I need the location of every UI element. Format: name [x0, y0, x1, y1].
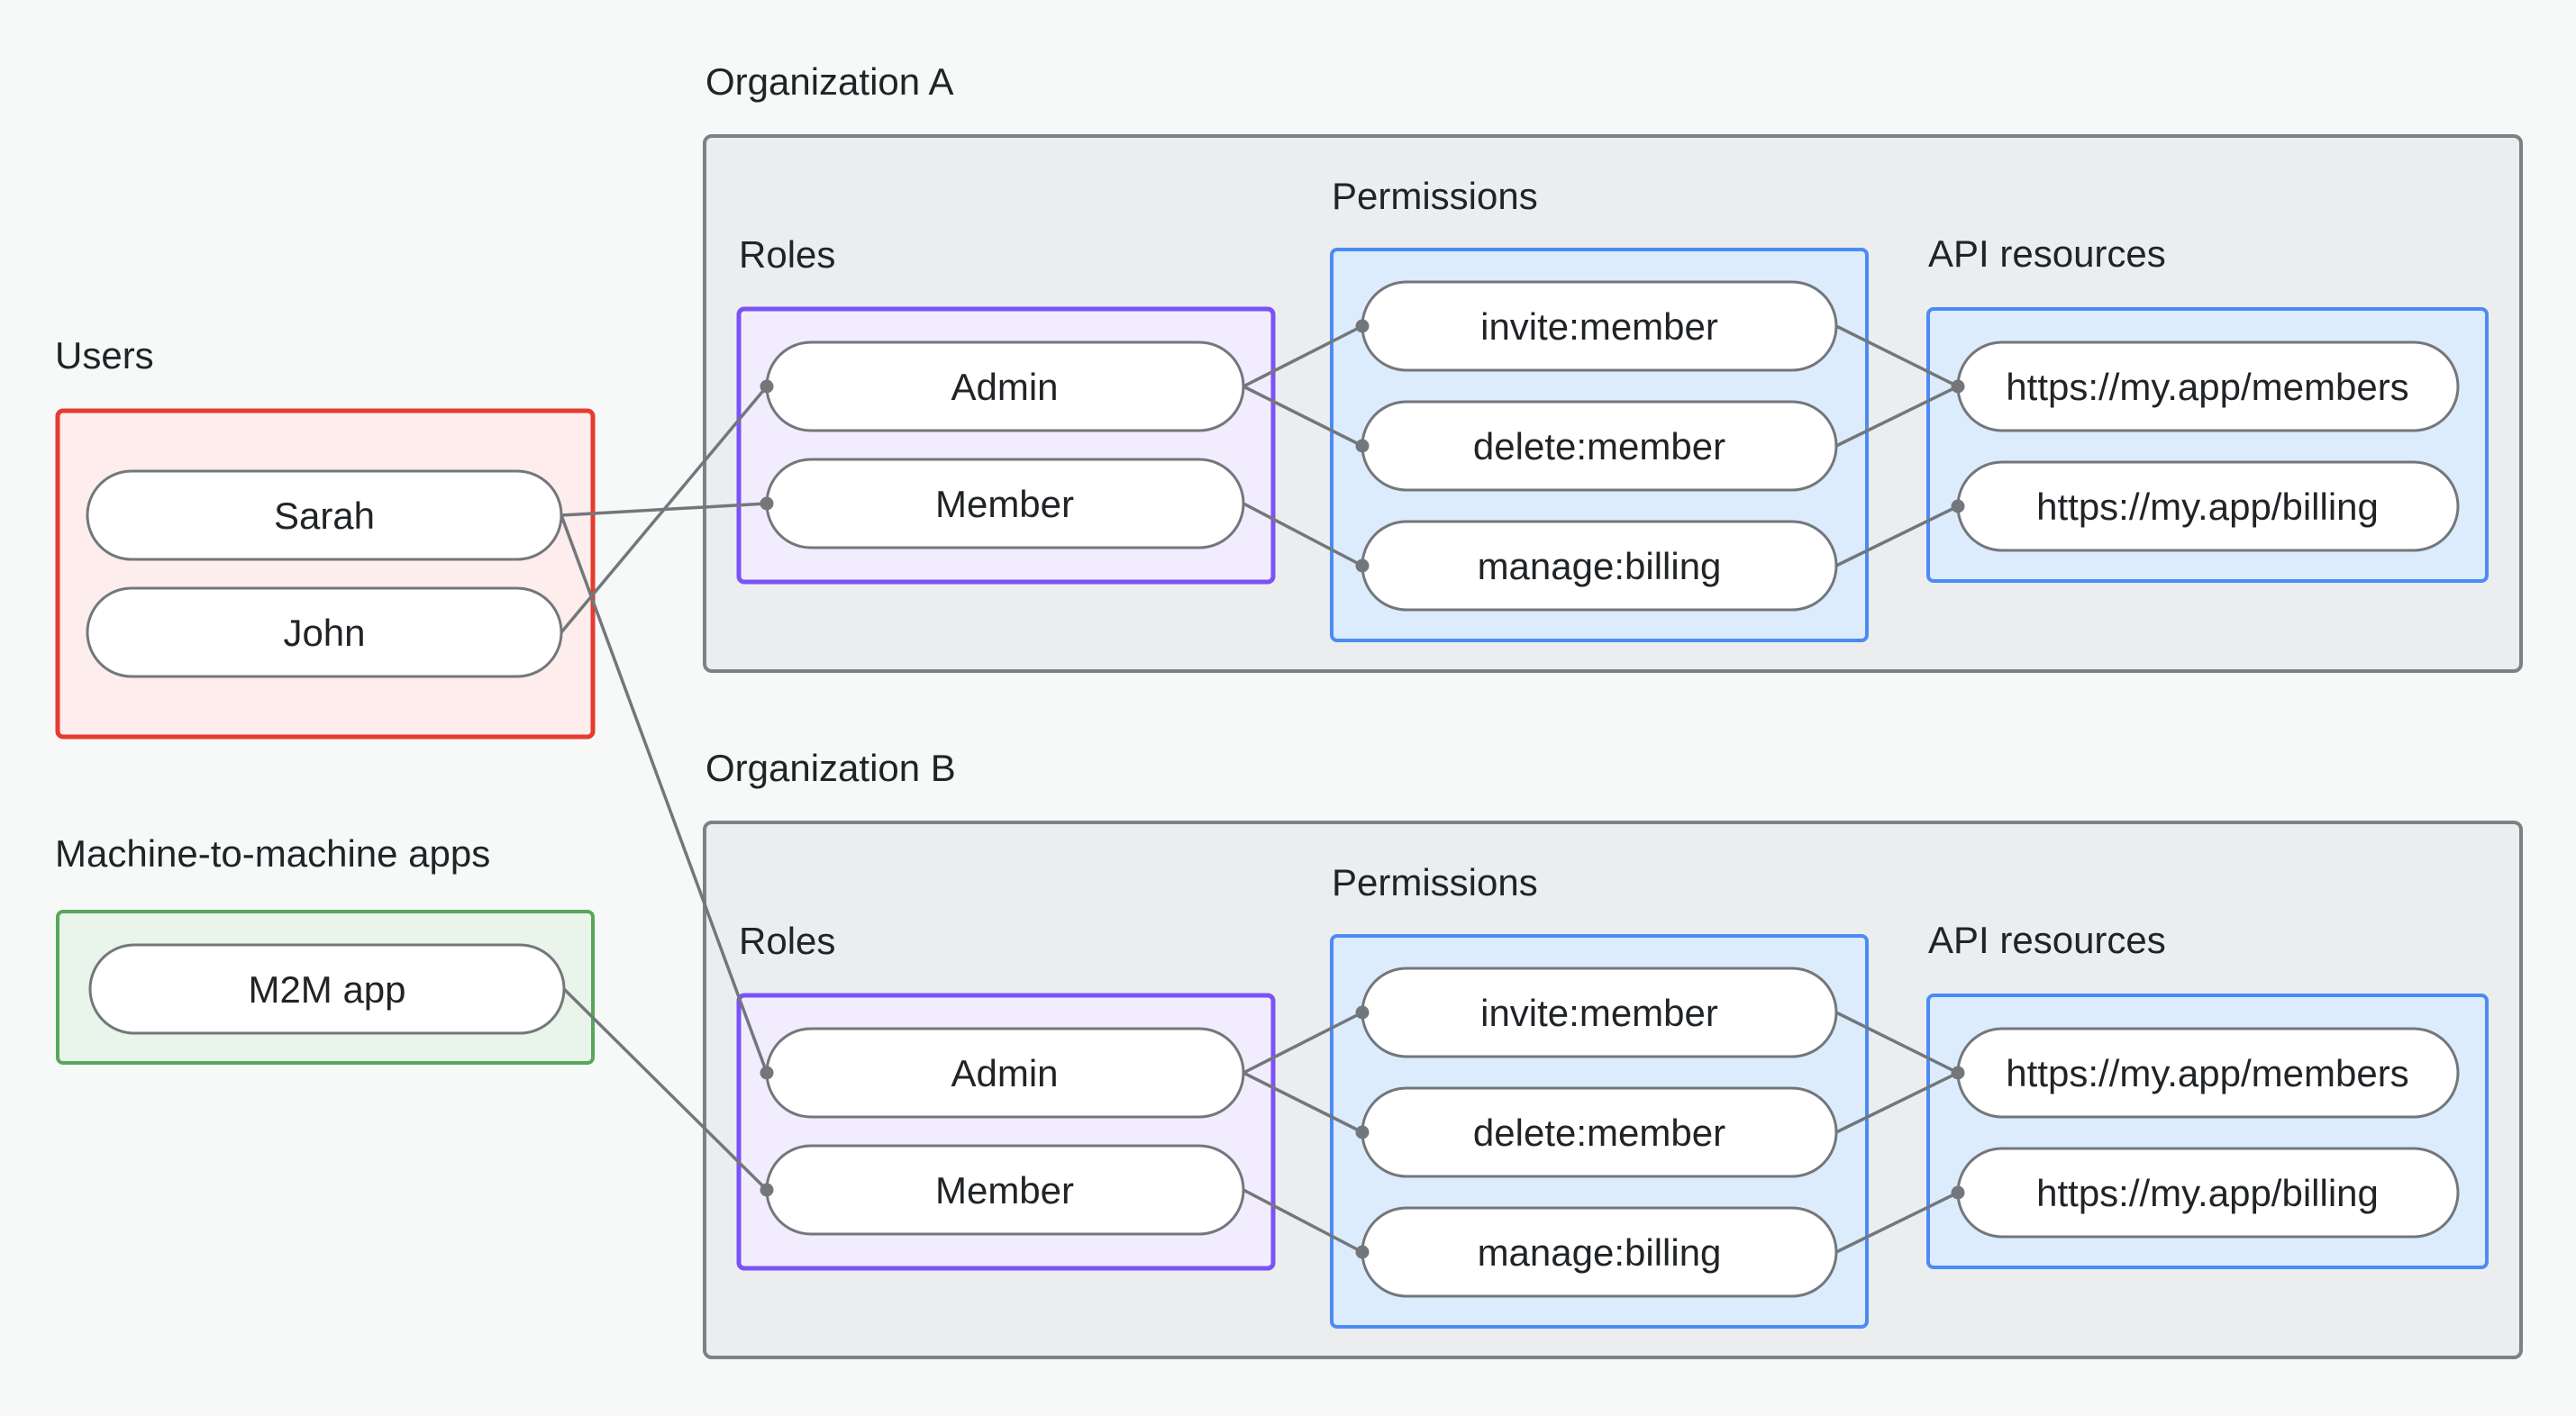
connector-dot — [1951, 1066, 1965, 1080]
user-john-label: John — [283, 612, 365, 654]
org-b-roles-label: Roles — [739, 920, 835, 962]
org-a-invite-member-label: invite:member — [1480, 305, 1718, 348]
connector-dot — [760, 1066, 774, 1080]
org-a-permissions-label: Permissions — [1332, 175, 1538, 217]
org-b-billing-api-node: https://my.app/billing — [1956, 1147, 2460, 1239]
org-b-admin-label: Admin — [951, 1052, 1058, 1094]
org-b-member-node: Member — [765, 1144, 1245, 1236]
org-b-billing-api-label: https://my.app/billing — [2036, 1172, 2379, 1214]
connector-dot — [1355, 439, 1370, 453]
org-a-api-label: API resources — [1928, 232, 2166, 275]
edge-org-a-admin-to-invite — [1242, 324, 1363, 388]
connector-dot — [1355, 319, 1370, 333]
org-b-permissions-label: Permissions — [1332, 861, 1538, 903]
connector-dot — [1355, 1005, 1370, 1020]
org-a-manage-billing-label: manage:billing — [1478, 545, 1722, 587]
edge-org-a-delete-to-members-api — [1835, 385, 1959, 448]
edge-sarah-to-org-b-admin — [560, 514, 769, 1074]
org-b-members-api-node: https://my.app/members — [1956, 1027, 2460, 1119]
edge-org-b-member-to-manage — [1242, 1188, 1363, 1254]
org-b-manage-billing-node: manage:billing — [1361, 1206, 1838, 1298]
edge-org-b-manage-to-billing-api — [1835, 1191, 1959, 1254]
edge-org-b-delete-to-members-api — [1835, 1071, 1959, 1134]
connector-dot — [1951, 499, 1965, 513]
org-a-admin-label: Admin — [951, 366, 1058, 408]
m2m-label: Machine-to-machine apps — [55, 832, 490, 875]
edges-layer — [560, 324, 1959, 1254]
connector-dot — [760, 496, 774, 511]
org-a-invite-member-node: invite:member — [1361, 280, 1838, 372]
edge-org-a-member-to-manage — [1242, 502, 1363, 567]
user-sarah-label: Sarah — [274, 495, 375, 537]
user-sarah-node: Sarah — [86, 469, 563, 561]
m2m-app-label: M2M app — [248, 968, 405, 1011]
users-label: Users — [55, 334, 154, 377]
m2m-app-node: M2M app — [88, 943, 566, 1035]
user-john-pill — [86, 586, 563, 678]
org-a-manage-billing-node: manage:billing — [1361, 520, 1838, 612]
connector-dot — [1951, 379, 1965, 394]
org-b-member-label: Member — [935, 1169, 1074, 1212]
users-box — [55, 408, 596, 740]
edge-org-b-admin-to-invite — [1242, 1011, 1363, 1075]
edge-org-b-admin-to-delete — [1242, 1071, 1363, 1134]
org-a-billing-api-node: https://my.app/billing — [1956, 460, 2460, 552]
edge-john-to-org-a-admin — [560, 385, 769, 634]
edge-org-a-manage-to-billing-api — [1835, 504, 1959, 567]
connector-dot — [760, 1183, 774, 1197]
connector-dot — [1355, 558, 1370, 573]
org-a-roles-label: Roles — [739, 233, 835, 276]
org-b-admin-node: Admin — [765, 1027, 1245, 1119]
org-a-delete-member-label: delete:member — [1473, 425, 1725, 467]
connector-dot — [760, 379, 774, 394]
org-a-members-api-node: https://my.app/members — [1956, 340, 2460, 432]
connector-dot — [1355, 1125, 1370, 1139]
connector-dot — [1355, 1245, 1370, 1259]
org-b-invite-member-label: invite:member — [1480, 992, 1718, 1034]
m2m-app-pill — [88, 943, 566, 1035]
org-b-label: Organization B — [705, 747, 956, 789]
org-a-member-node: Member — [765, 458, 1245, 549]
org-a-delete-member-node: delete:member — [1361, 400, 1838, 492]
org-b-invite-member-node: invite:member — [1361, 967, 1838, 1058]
org-b-members-api-label: https://my.app/members — [2006, 1052, 2408, 1094]
edge-org-b-invite-to-members-api — [1835, 1011, 1959, 1075]
edge-org-a-invite-to-members-api — [1835, 324, 1959, 388]
user-john-node: John — [86, 586, 563, 678]
user-sarah-pill — [86, 469, 563, 561]
org-b-manage-billing-label: manage:billing — [1478, 1231, 1722, 1274]
edge-m2m-to-org-b-member — [562, 987, 769, 1192]
org-b-delete-member-label: delete:member — [1473, 1112, 1725, 1154]
connector-dot — [1951, 1185, 1965, 1200]
org-a-billing-api-label: https://my.app/billing — [2036, 486, 2379, 528]
org-b-delete-member-node: delete:member — [1361, 1086, 1838, 1178]
edge-org-a-admin-to-delete — [1242, 385, 1363, 448]
connector-dots-layer — [760, 319, 1965, 1259]
org-a-member-label: Member — [935, 483, 1074, 525]
org-b-api-label: API resources — [1928, 919, 2166, 961]
org-a-label: Organization A — [705, 60, 954, 103]
org-a-admin-node: Admin — [765, 340, 1245, 432]
org-a-members-api-label: https://my.app/members — [2006, 366, 2408, 408]
